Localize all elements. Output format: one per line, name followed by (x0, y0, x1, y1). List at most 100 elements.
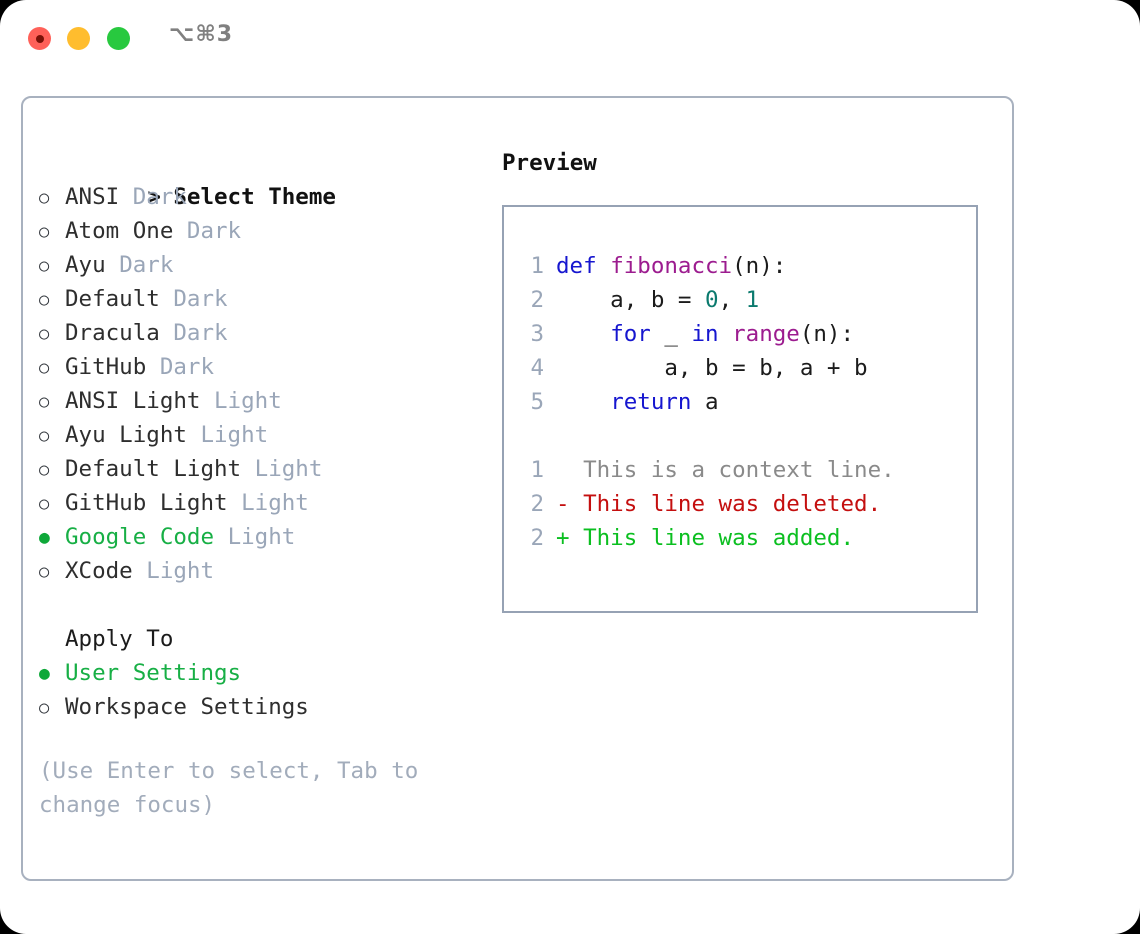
theme-option-variant: Dark (173, 320, 228, 346)
code-token (556, 389, 610, 415)
theme-option-space (241, 456, 255, 482)
radio-empty-icon[interactable] (39, 486, 65, 522)
code-line: 3 for _ in range(n): (522, 317, 895, 351)
code-token: for (610, 321, 651, 347)
theme-option-name: Dracula (65, 320, 160, 346)
diff-space (570, 491, 584, 517)
code-token: 0 (705, 287, 719, 313)
theme-option[interactable]: Atom One Dark (39, 214, 479, 248)
title-bar: ⌥⌘3 (0, 0, 1140, 78)
code-token: a (691, 389, 719, 415)
theme-option[interactable]: Default Light Light (39, 452, 479, 486)
theme-option-space (214, 524, 228, 550)
section-spacer (39, 588, 479, 622)
theme-option-variant: Dark (159, 354, 215, 380)
radio-empty-icon[interactable] (39, 248, 65, 284)
theme-option-name: Ayu Light (65, 422, 187, 448)
radio-empty-icon[interactable] (39, 384, 65, 420)
code-line-number: 2 (530, 287, 544, 313)
radio-empty-icon[interactable] (39, 214, 65, 250)
theme-option-space (173, 218, 187, 244)
theme-option-name: Default (65, 286, 160, 312)
apply-to-option[interactable]: Workspace Settings (39, 690, 479, 724)
radio-empty-icon[interactable] (39, 316, 65, 352)
preview-title: Preview (502, 150, 597, 176)
apply-to-list: User SettingsWorkspace Settings (39, 656, 479, 724)
theme-option[interactable]: Default Dark (39, 282, 479, 316)
diff-text: This line was added. (583, 525, 855, 551)
radio-empty-icon[interactable] (39, 350, 65, 386)
theme-option[interactable]: Google Code Light (39, 520, 479, 554)
diff-sign: + (556, 525, 570, 551)
theme-option-space (187, 422, 201, 448)
theme-option[interactable]: Ayu Light Light (39, 418, 479, 452)
theme-option-variant: Dark (186, 218, 242, 244)
diff-line-number: 1 (530, 457, 544, 483)
diff-line: 1 This is a context line. (522, 453, 895, 487)
diff-text: This is a context line. (583, 457, 895, 483)
theme-option-variant: Light (200, 422, 269, 448)
diff-line: 2+ This line was added. (522, 521, 895, 555)
code-line-number: 5 (530, 389, 544, 415)
theme-option-space (160, 320, 174, 346)
theme-option-space (200, 388, 214, 414)
close-window-button[interactable] (28, 27, 51, 50)
code-token: fibonacci (610, 253, 733, 279)
code-token (556, 321, 610, 347)
code-token: in (691, 321, 719, 347)
theme-option[interactable]: Ayu Dark (39, 248, 479, 282)
code-token: (n): (799, 321, 855, 347)
theme-option-space (146, 354, 160, 380)
code-token: 1 (745, 287, 760, 313)
radio-empty-icon[interactable] (39, 452, 65, 488)
code-line: 5 return a (522, 385, 895, 419)
theme-option-variant: Dark (119, 252, 174, 278)
code-line-number: 3 (530, 321, 544, 347)
radio-selected-icon[interactable] (39, 656, 65, 692)
radio-selected-icon[interactable] (39, 520, 65, 556)
code-token: def (556, 253, 611, 279)
theme-option[interactable]: Dracula Dark (39, 316, 479, 350)
diff-space (570, 525, 584, 551)
diff-sign: - (556, 491, 570, 517)
theme-option-variant: Light (241, 490, 309, 516)
code-token (719, 321, 733, 347)
minimize-window-button[interactable] (67, 27, 90, 50)
theme-option-variant: Light (227, 524, 296, 550)
theme-option-name: XCode (65, 558, 133, 584)
theme-option[interactable]: XCode Light (39, 554, 479, 588)
theme-option[interactable]: GitHub Dark (39, 350, 479, 384)
theme-option-name: GitHub Light (65, 490, 228, 516)
theme-option-space (106, 252, 120, 278)
theme-option[interactable]: ANSI Dark (39, 180, 479, 214)
code-token: range (732, 321, 800, 347)
radio-empty-icon[interactable] (39, 180, 65, 216)
maximize-window-button[interactable] (107, 27, 130, 50)
select-theme-heading: Select Theme (39, 146, 479, 210)
hint-text: (Use Enter to select, Tab to change focu… (39, 758, 419, 818)
theme-option-name: ANSI Light (65, 388, 201, 414)
theme-option-space (160, 286, 174, 312)
radio-empty-icon[interactable] (39, 418, 65, 454)
theme-option-space (119, 184, 133, 210)
code-token: a, b = (556, 287, 706, 313)
theme-option[interactable]: GitHub Light Light (39, 486, 479, 520)
theme-option-name: GitHub (65, 354, 147, 380)
code-token: , (718, 287, 746, 313)
apply-to-option-name: User Settings (65, 660, 242, 686)
theme-option-variant: Light (146, 558, 215, 584)
code-token: return (610, 389, 692, 415)
theme-option-space (228, 490, 242, 516)
theme-option-name: ANSI (65, 184, 120, 210)
radio-empty-icon[interactable] (39, 282, 65, 318)
radio-empty-icon[interactable] (39, 690, 65, 726)
apply-to-option[interactable]: User Settings (39, 656, 479, 690)
theme-option[interactable]: ANSI Light Light (39, 384, 479, 418)
code-line: 4 a, b = b, a + b (522, 351, 895, 385)
theme-option-variant: Light (214, 388, 282, 414)
radio-empty-icon[interactable] (39, 554, 65, 590)
